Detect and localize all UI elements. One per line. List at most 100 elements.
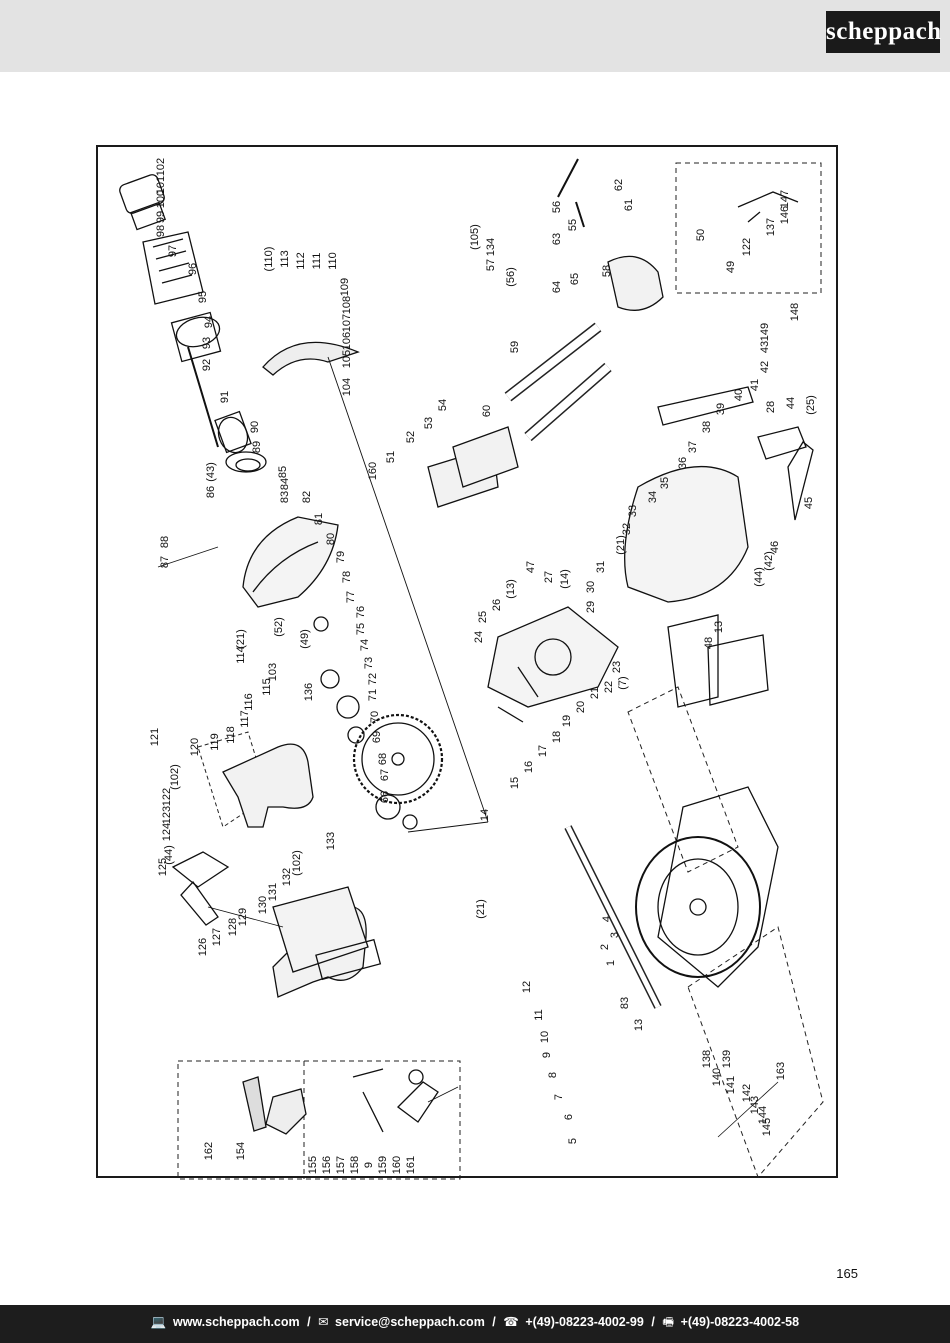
part-number-label: 46 [769,541,781,553]
part-number-label: 97 [167,245,179,257]
part-number-label: 66 [379,791,391,803]
part-number-label: (56) [505,267,517,287]
part-number-label: 72 [367,673,379,685]
part-number-label: 114 [235,646,247,664]
part-number-label: 124 [161,823,173,841]
leader-lines [157,546,779,1138]
page-number: 165 [836,1266,858,1281]
part-number-label: 32 [621,523,633,535]
part-number-label: 91 [219,391,231,403]
part-number-label: 13 [713,621,725,633]
part-number-label: 96 [187,263,199,275]
part-number-label: 22 [603,681,615,693]
part-number-label: 107 [341,314,353,332]
part-number-label: 159 [377,1156,389,1174]
part-number-label: 102 [155,158,167,176]
website-link[interactable]: www.scheppach.com [172,1315,300,1329]
part-number-label: 37 [687,441,699,453]
part-number-label: (43) [205,462,217,482]
detail-box-bottom-left [177,1060,461,1180]
part-number-label: 90 [249,421,261,433]
part-number-label: 19 [561,715,573,727]
exploded-view-svg: 1021011009998979695949392919089888786(43… [119,158,824,1180]
part-number-label: 29 [585,601,597,613]
part-number-label: 65 [569,273,581,285]
part-number-label: 20 [575,701,587,713]
part-number-label: 140 [711,1068,723,1086]
part-number-label: 138 [701,1050,713,1068]
part-number-label: (21) [475,899,487,919]
part-number-label: 120 [189,738,201,756]
footer-bar: 💻 www.scheppach.com / ✉ service@scheppac… [0,1305,950,1343]
part-number-label: (49) [299,629,311,649]
part-number-label: 162 [203,1142,215,1160]
part-number-label: 112 [295,252,307,270]
part-number-label: 4 [601,916,613,922]
part-number-label: 147 [779,190,791,208]
part-number-label: 1 [605,960,617,966]
part-number-label: 71 [367,689,379,701]
header-bar: scheppach [0,0,950,72]
base-table-assembly [487,386,814,1009]
part-number-label: 41 [749,379,761,391]
slide-rail-assembly [427,158,664,508]
part-number-label: 123 [161,806,173,824]
part-number-label: 8 [547,1072,559,1078]
part-number-label: 76 [355,606,367,618]
part-number-label: 62 [613,179,625,191]
part-number-label: 160 [391,1156,403,1174]
part-number-label: 12 [521,981,533,993]
part-number-label: 43 [759,341,771,353]
part-number-label: 31 [595,561,607,573]
part-number-label: 104 [341,378,353,396]
part-number-label: 44 [785,397,797,409]
part-number-label: 21 [589,687,601,699]
scheppach-logo: scheppach [826,11,941,53]
part-number-label: 2 [599,944,611,950]
part-number-label: 80 [325,533,337,545]
part-number-label: 59 [509,341,521,353]
part-number-label: 111 [311,253,323,270]
part-number-label: 67 [379,769,391,781]
part-number-label: 145 [761,1118,773,1136]
part-number-label: 5 [567,1138,579,1144]
email-link[interactable]: service@scheppach.com [335,1315,485,1329]
part-number-label: (52) [273,617,285,637]
part-number-label: 119 [209,733,221,751]
detail-box-bevel [627,686,739,873]
part-number-label: 84 [279,478,291,490]
part-number-label: 89 [251,441,263,453]
part-number-label: 117 [239,710,251,728]
part-number-label: 52 [405,431,417,443]
part-number-label: 87 [159,556,171,568]
part-number-label: 105 [341,350,353,368]
part-number-label: 50 [695,229,707,241]
part-number-label: 40 [733,389,745,401]
blade-guard-assembly [242,341,489,833]
part-number-label: (13) [505,579,517,599]
part-number-label: 7 [553,1094,565,1100]
detail-box-contents [242,191,799,1135]
part-number-label: 110 [327,252,339,270]
part-number-label: (7) [617,676,629,689]
part-number-label: 45 [803,497,815,509]
part-number-label: 98 [155,225,167,237]
part-number-label: 14 [479,809,491,821]
part-number-label: 141 [725,1076,737,1094]
part-number-label: 6 [563,1114,575,1120]
part-number-label: 26 [491,599,503,611]
part-number-label: 127 [211,928,223,946]
part-number-label: 115 [261,678,273,696]
part-number-label: 128 [227,918,239,936]
part-number-label: 134 [485,238,497,256]
part-number-label: 85 [277,466,289,478]
separator: / [492,1315,496,1329]
part-number-label: 131 [267,883,279,901]
part-number-label: 136 [303,683,315,701]
part-number-label: 149 [759,323,771,341]
part-number-label: 125 [157,858,169,876]
part-number-label: 77 [345,591,357,603]
part-number-label: 158 [349,1156,361,1174]
part-number-label: (110) [263,247,275,272]
